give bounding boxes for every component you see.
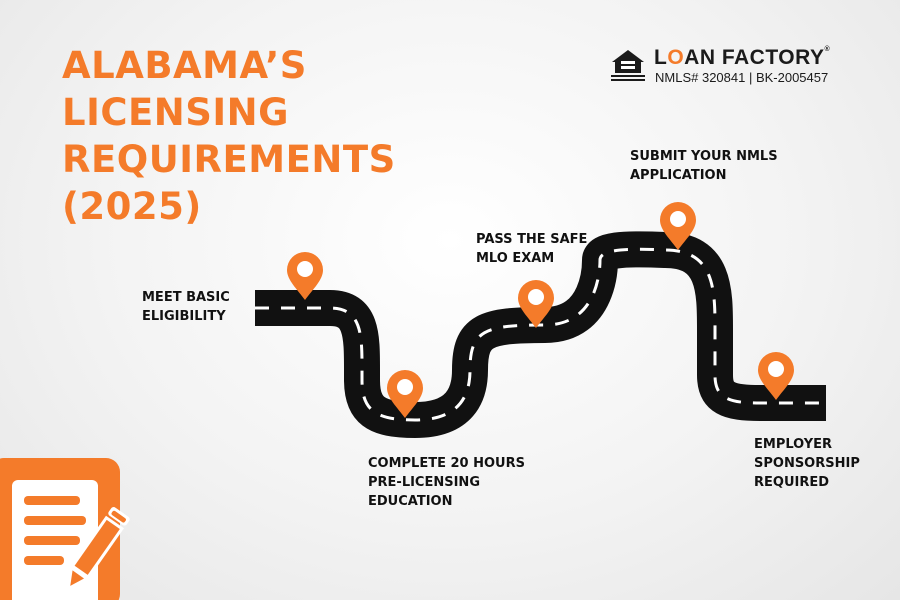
- map-pin-icon: [287, 252, 323, 300]
- step-label-exam: PASS THE SAFE MLO EXAM: [476, 232, 588, 266]
- step-label-eligibility: MEET BASIC ELIGIBILITY: [142, 290, 230, 324]
- title-line: REQUIREMENTS: [62, 138, 396, 181]
- map-pin-icon: [518, 280, 554, 328]
- title-line: ALABAMA’S: [62, 44, 307, 87]
- step-label-sponsorship: EMPLOYER SPONSORSHIP REQUIRED: [754, 437, 860, 490]
- brand-name: LOAN FACTORY®: [654, 46, 831, 69]
- step-label-education: COMPLETE 20 HOURS PRE-LICENSING EDUCATIO…: [368, 456, 525, 509]
- step-label-application: SUBMIT YOUR NMLS APPLICATION: [630, 149, 778, 183]
- map-pin-icon: [660, 202, 696, 250]
- page-title: ALABAMA’S LICENSING REQUIREMENTS (2025): [62, 42, 396, 230]
- brand-logo: LOAN FACTORY® NMLS# 320841 | BK-2005457: [610, 46, 870, 94]
- map-pin-icon: [758, 352, 794, 400]
- equal-housing-lender-icon: [611, 50, 645, 81]
- map-pin-icon: [387, 370, 423, 418]
- document-pencil-icon: [0, 458, 130, 600]
- lane-markings: [255, 247, 826, 422]
- title-line: LICENSING: [62, 91, 289, 134]
- title-line: (2025): [62, 185, 202, 228]
- nmls-number: NMLS# 320841 | BK-2005457: [655, 70, 829, 85]
